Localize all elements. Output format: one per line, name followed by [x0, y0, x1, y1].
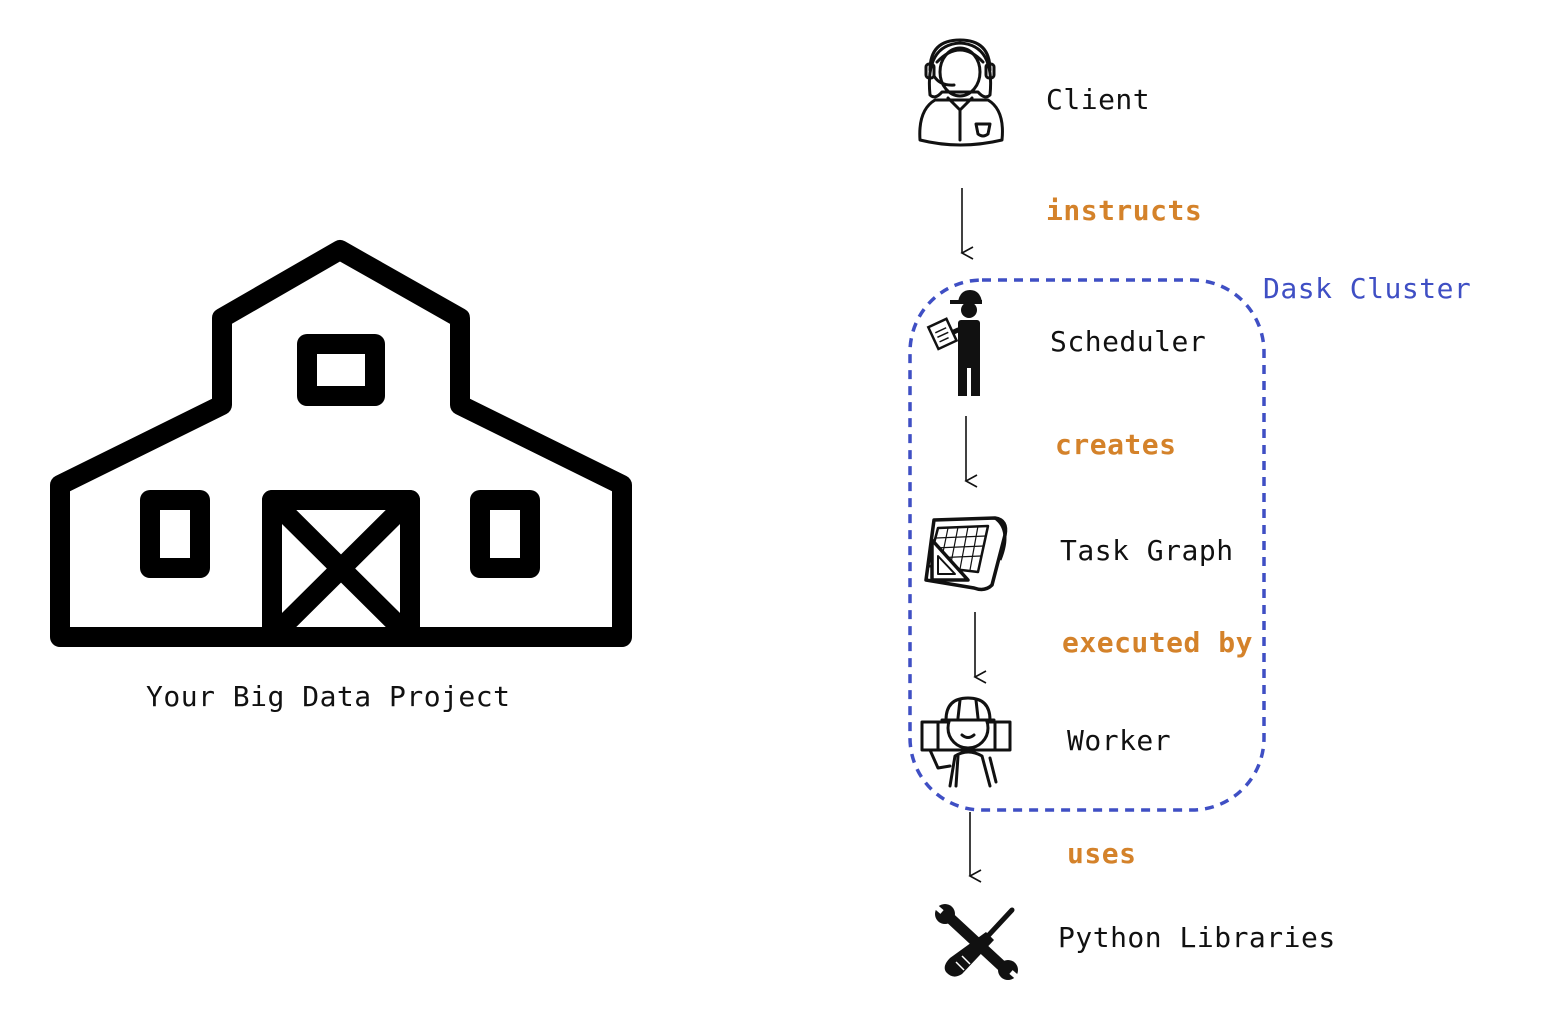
node-scheduler-label: Scheduler: [1050, 325, 1207, 358]
edge-label-instructs: instructs: [1046, 194, 1203, 227]
call-center-agent-icon: [918, 38, 1004, 147]
node-task-graph-label: Task Graph: [1060, 534, 1234, 567]
project-label: Your Big Data Project: [146, 680, 511, 713]
node-worker-label: Worker: [1067, 724, 1172, 757]
construction-worker-icon: [920, 696, 1012, 788]
node-client-label: Client: [1046, 83, 1151, 116]
dask-cluster-boundary: [908, 278, 1266, 812]
dask-cluster-label: Dask Cluster: [1263, 272, 1472, 305]
edge-label-executed-by: executed by: [1062, 626, 1253, 659]
supervisor-with-clipboard-icon: [926, 290, 982, 396]
edge-label-uses: uses: [1067, 837, 1137, 870]
node-python-libraries-label: Python Libraries: [1058, 921, 1336, 954]
wrench-screwdriver-icon: [933, 904, 1020, 980]
blueprint-icon: [924, 516, 1008, 592]
barn-icon: [50, 240, 632, 647]
edge-label-creates: creates: [1055, 428, 1177, 461]
